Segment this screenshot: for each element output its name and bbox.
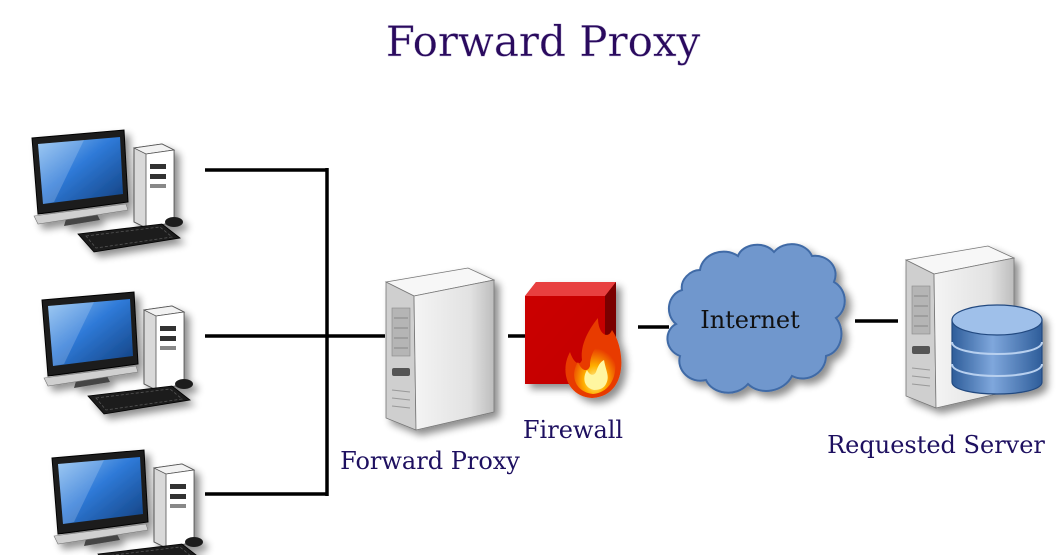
requested-server-icon	[905, 245, 1043, 409]
cloud-icon	[666, 243, 846, 394]
proxy-label: Forward Proxy	[340, 447, 520, 475]
proxy-server-icon	[385, 267, 495, 431]
client-computer-1	[31, 129, 184, 253]
client-computer-3	[51, 449, 204, 555]
server-label: Requested Server	[827, 431, 1045, 459]
database-icon	[951, 304, 1043, 395]
firewall-label: Firewall	[523, 416, 623, 444]
flame-icon	[565, 318, 622, 398]
client-computer-2	[41, 291, 194, 415]
internet-label: Internet	[700, 306, 800, 334]
firewall-icon	[525, 282, 622, 398]
connection-lines	[205, 168, 898, 496]
diagram-title: Forward Proxy	[386, 17, 701, 66]
